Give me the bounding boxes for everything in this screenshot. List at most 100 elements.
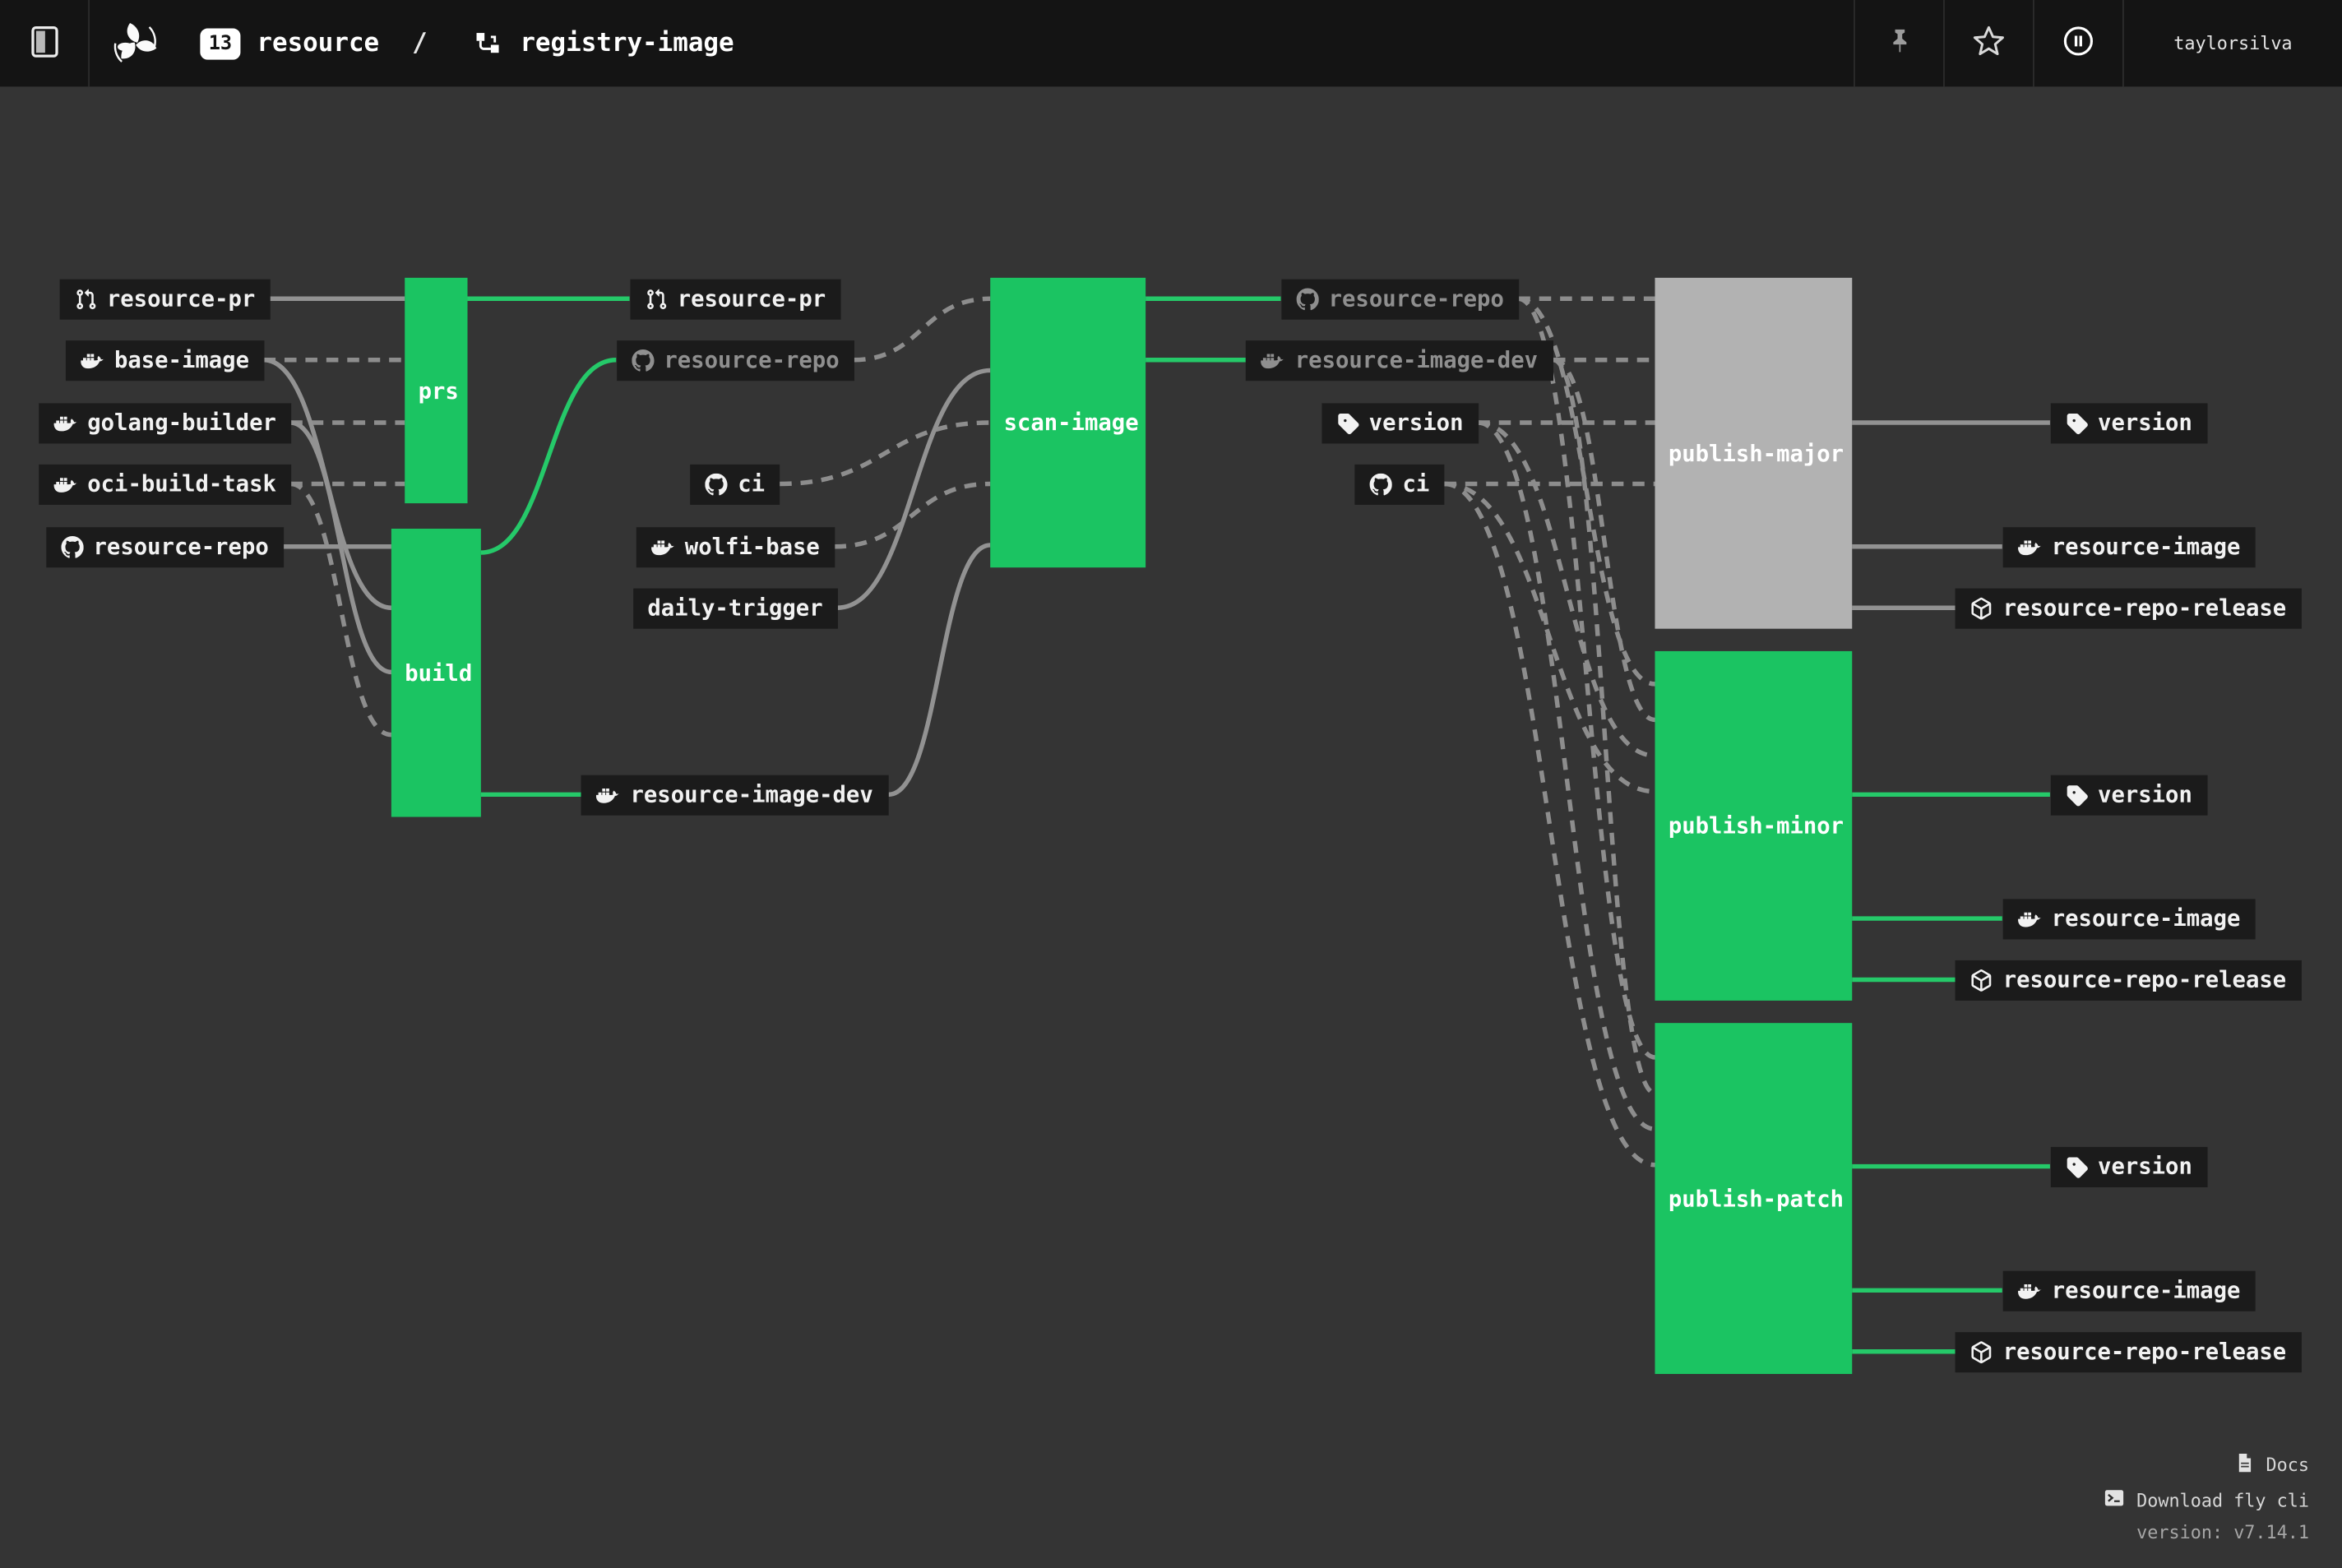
resource-node-resource-image[interactable]: resource-image bbox=[2002, 526, 2256, 567]
github-icon bbox=[631, 349, 654, 371]
tag-icon bbox=[2065, 411, 2087, 434]
resource-node-resource-image-dev[interactable]: resource-image-dev bbox=[581, 774, 888, 815]
github-icon bbox=[1295, 287, 1318, 310]
resource-node-label: ci bbox=[1402, 469, 1430, 497]
job-scan-image[interactable]: scan-image bbox=[990, 277, 1146, 568]
pipeline-edge bbox=[1517, 296, 1656, 1060]
docs-link[interactable]: Docs bbox=[2234, 1451, 2309, 1478]
resource-node-resource-image-dev[interactable]: resource-image-dev bbox=[1245, 340, 1553, 381]
terminal-icon bbox=[2104, 1487, 2126, 1513]
resource-node-label: resource-repo bbox=[664, 345, 840, 373]
resource-node-resource-repo-release[interactable]: resource-repo-release bbox=[1955, 959, 2302, 1001]
resource-node-resource-pr[interactable]: resource-pr bbox=[58, 278, 271, 319]
job-publish-patch[interactable]: publish-patch bbox=[1655, 1023, 1853, 1375]
resource-node-resource-pr[interactable]: resource-pr bbox=[629, 278, 841, 319]
user-menu[interactable]: taylorsilva bbox=[2122, 0, 2342, 87]
paused-pipelines-badge: 13 bbox=[200, 27, 241, 59]
resource-node-label: resource-repo bbox=[1328, 284, 1504, 312]
resource-node-resource-repo-release[interactable]: resource-repo-release bbox=[1955, 587, 2302, 628]
docker-icon bbox=[650, 537, 674, 557]
sidebar-toggle-button[interactable] bbox=[0, 0, 90, 87]
sidebar-toggle-icon bbox=[26, 23, 62, 63]
resource-node-resource-image[interactable]: resource-image bbox=[2002, 898, 2256, 939]
resource-node-label: base-image bbox=[113, 345, 249, 373]
concourse-logo[interactable] bbox=[110, 18, 161, 69]
tag-icon bbox=[2065, 784, 2087, 806]
pull-request-icon bbox=[645, 288, 667, 310]
top-bar-actions: taylorsilva bbox=[1854, 0, 2342, 87]
breadcrumb-separator: / bbox=[412, 28, 428, 58]
job-prs[interactable]: prs bbox=[405, 277, 468, 504]
pause-pipeline-button[interactable] bbox=[2033, 0, 2122, 87]
resource-node-resource-repo[interactable]: resource-repo bbox=[1280, 278, 1520, 319]
breadcrumb: 13 resource / registry-image bbox=[0, 0, 734, 87]
pipeline-edge bbox=[888, 543, 991, 798]
favorite-star-button[interactable] bbox=[1943, 0, 2033, 87]
resource-node-label: version bbox=[1368, 408, 1464, 436]
breadcrumb-pipeline[interactable]: registry-image bbox=[520, 28, 734, 58]
pipeline-edge bbox=[289, 481, 392, 738]
resource-node-version[interactable]: version bbox=[2049, 774, 2208, 815]
resource-node-label: wolfi-base bbox=[684, 532, 820, 560]
pipeline-edge bbox=[1553, 358, 1656, 1096]
resource-node-version[interactable]: version bbox=[2049, 1146, 2208, 1187]
resource-node-base-image[interactable]: base-image bbox=[65, 340, 265, 381]
resource-node-label: oci-build-task bbox=[87, 469, 276, 497]
resource-node-ci[interactable]: ci bbox=[1354, 463, 1445, 505]
pin-button[interactable] bbox=[1854, 0, 1943, 87]
top-bar: 13 resource / registry-image bbox=[0, 0, 2342, 87]
resource-node-wolfi-base[interactable]: wolfi-base bbox=[635, 526, 835, 567]
docker-icon bbox=[2017, 537, 2041, 557]
download-fly-link[interactable]: Download fly cli bbox=[2104, 1487, 2309, 1513]
version-text: version: v7.14.1 bbox=[2136, 1521, 2310, 1543]
resource-node-ci[interactable]: ci bbox=[690, 463, 780, 505]
resource-node-resource-repo[interactable]: resource-repo bbox=[616, 340, 854, 381]
pipeline-edge bbox=[854, 296, 991, 363]
resource-node-label: resource-image bbox=[2051, 532, 2241, 560]
resource-node-label: resource-repo-release bbox=[2002, 593, 2287, 621]
job-publish-minor[interactable]: publish-minor bbox=[1655, 650, 1853, 1001]
resource-node-resource-repo-release[interactable]: resource-repo-release bbox=[1955, 1331, 2302, 1372]
pin-icon bbox=[1882, 25, 1915, 62]
pipeline-edge bbox=[836, 368, 991, 610]
resource-node-label: resource-repo-release bbox=[2002, 1337, 2287, 1365]
docker-icon bbox=[53, 474, 77, 494]
resource-node-label: daily-trigger bbox=[647, 593, 823, 621]
resource-node-resource-repo[interactable]: resource-repo bbox=[45, 526, 284, 567]
resource-node-oci-build-task[interactable]: oci-build-task bbox=[38, 463, 292, 505]
github-icon bbox=[705, 472, 728, 495]
tag-icon bbox=[1336, 411, 1358, 434]
resource-node-resource-image[interactable]: resource-image bbox=[2002, 1270, 2256, 1311]
resource-node-label: ci bbox=[738, 469, 766, 497]
github-icon bbox=[1369, 472, 1392, 495]
resource-node-label: resource-image-dev bbox=[630, 780, 873, 807]
docker-icon bbox=[2017, 909, 2041, 928]
resource-node-version[interactable]: version bbox=[2049, 402, 2208, 443]
github-icon bbox=[60, 535, 83, 557]
pipeline-edge bbox=[780, 420, 991, 487]
package-icon bbox=[1970, 1340, 1993, 1363]
resource-node-label: resource-image bbox=[2051, 904, 2241, 932]
breadcrumb-team[interactable]: resource bbox=[257, 28, 380, 58]
tag-icon bbox=[2065, 1155, 2087, 1177]
resource-node-label: resource-repo-release bbox=[2002, 965, 2287, 992]
resource-node-label: golang-builder bbox=[87, 408, 276, 436]
docker-icon bbox=[2017, 1281, 2041, 1301]
resource-node-version[interactable]: version bbox=[1321, 402, 1479, 443]
docs-label: Docs bbox=[2266, 1455, 2310, 1476]
job-publish-major[interactable]: publish-major bbox=[1655, 277, 1853, 629]
docs-icon bbox=[2234, 1451, 2255, 1478]
docker-icon bbox=[80, 350, 104, 370]
footer-links: Docs Download fly cli version: v7.14.1 bbox=[2104, 1451, 2309, 1543]
resource-node-label: resource-pr bbox=[677, 284, 826, 312]
job-build[interactable]: build bbox=[391, 528, 481, 817]
pipeline-edge bbox=[1517, 296, 1655, 687]
pipeline-edge bbox=[289, 420, 392, 675]
pipeline-icon bbox=[475, 30, 501, 56]
resource-node-golang-builder[interactable]: golang-builder bbox=[38, 402, 292, 443]
resource-node-label: version bbox=[2098, 780, 2192, 807]
resource-node-daily-trigger[interactable]: daily-trigger bbox=[632, 587, 838, 628]
resource-node-label: resource-image-dev bbox=[1294, 345, 1539, 373]
docker-icon bbox=[595, 784, 620, 804]
